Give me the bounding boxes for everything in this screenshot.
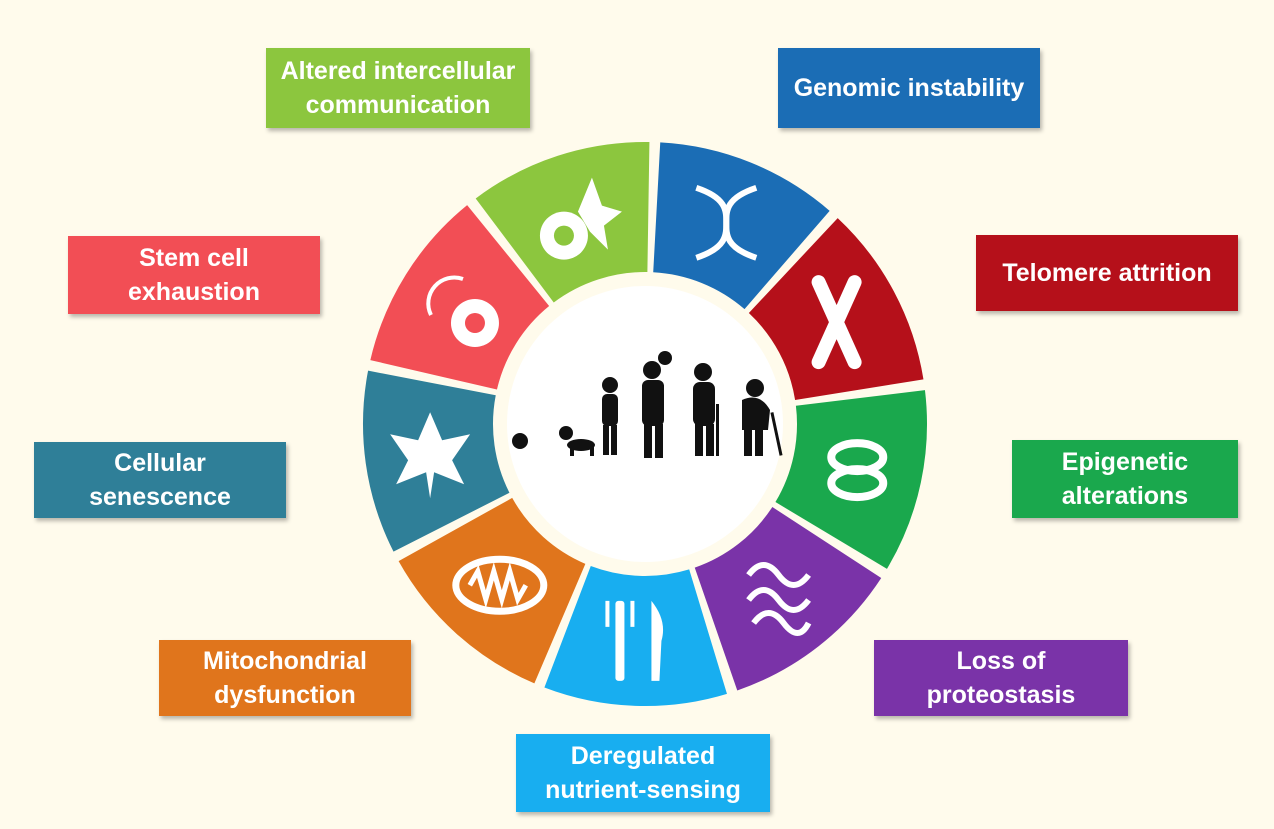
nucleosome-icon <box>827 439 888 502</box>
segment-stem-cell-exhaustion <box>370 205 550 390</box>
cell-communication-icon <box>539 177 622 260</box>
label-cellular-senescence: Cellular senescence <box>34 442 286 518</box>
label-deregulated-nutrient-sensing: Deregulated nutrient-sensing <box>516 734 770 812</box>
segment-loss-of-proteostasis <box>694 507 882 691</box>
segment-deregulated-nutrient-sensing <box>544 565 727 706</box>
withered-leaf-icon <box>390 412 471 499</box>
chromosome-icon <box>811 275 862 370</box>
label-loss-of-proteostasis: Loss of proteostasis <box>874 640 1128 716</box>
segment-epigenetic-alterations <box>775 390 927 569</box>
mitochondrion-icon <box>452 555 548 615</box>
fork-knife-icon <box>605 600 664 681</box>
label-mitochondrial-dysfunction: Mitochondrial dysfunction <box>159 640 411 716</box>
label-telomere-attrition: Telomere attrition <box>976 235 1238 311</box>
label-epigenetic-alterations: Epigenetic alterations <box>1012 440 1238 518</box>
human-life-stages-silhouette-icon <box>512 351 783 458</box>
segment-mitochondrial-dysfunction <box>398 497 586 684</box>
label-genomic-instability: Genomic instability <box>778 48 1040 128</box>
segment-genomic-instability <box>653 142 830 310</box>
label-altered-intercellular-communication: Altered intercellular communication <box>266 48 530 128</box>
stem-cell-icon <box>426 275 499 348</box>
label-stem-cell-exhaustion: Stem cell exhaustion <box>68 236 320 314</box>
protein-structure-icon <box>746 562 812 636</box>
dna-helix-icon <box>695 184 758 261</box>
